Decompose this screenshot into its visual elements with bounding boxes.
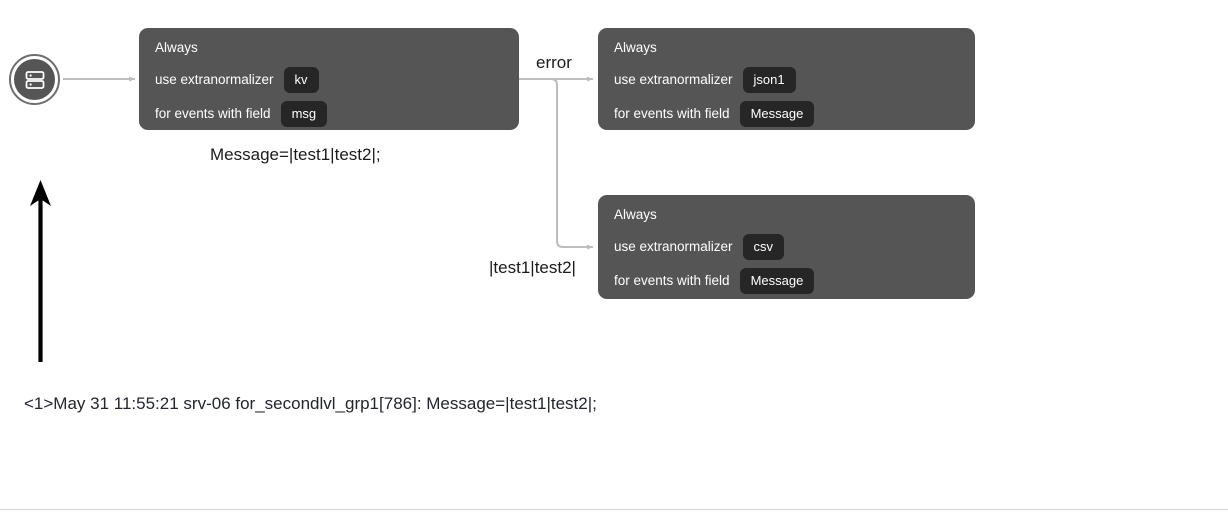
rule-chip-field[interactable]: msg <box>280 101 328 127</box>
raw-log-line: <1>May 31 11:55:21 srv-06 for_secondlvl_… <box>24 394 597 413</box>
source-node[interactable] <box>9 54 60 105</box>
rule-row-normalizer: use extranormalizer json1 <box>614 67 959 93</box>
rule-node-kv[interactable]: Always use extranormalizer kv for events… <box>139 28 519 130</box>
edge-label-error: error <box>536 53 572 72</box>
rule-chip-normalizer[interactable]: csv <box>742 234 785 260</box>
rule-chip-field[interactable]: Message <box>739 268 815 294</box>
rule-row-label: for events with field <box>614 106 730 121</box>
upward-arrow-icon <box>30 180 51 362</box>
bottom-divider <box>0 509 1228 510</box>
rule-row-label: for events with field <box>155 106 271 121</box>
rule-row-field: for events with field Message <box>614 101 959 127</box>
edge-label-sample-after-kv: Message=|test1|test2|; <box>210 145 381 164</box>
rule-row-label: use extranormalizer <box>155 72 274 87</box>
edge-label-sample-lower: |test1|test2| <box>489 258 576 277</box>
rule-row-normalizer: use extranormalizer csv <box>614 234 959 260</box>
rule-row-label: for events with field <box>614 273 730 288</box>
rule-row-label: use extranormalizer <box>614 239 733 254</box>
edge-kv-to-csv <box>519 78 594 250</box>
rule-node-title: Always <box>155 40 198 55</box>
rule-row-normalizer: use extranormalizer kv <box>155 67 503 93</box>
rule-row-label: use extranormalizer <box>614 72 733 87</box>
rule-node-csv[interactable]: Always use extranormalizer csv for event… <box>598 195 975 299</box>
rule-chip-normalizer[interactable]: kv <box>283 67 319 93</box>
rule-row-field: for events with field Message <box>614 268 959 294</box>
rule-chip-field[interactable]: Message <box>739 101 815 127</box>
rule-row-field: for events with field msg <box>155 101 503 127</box>
rule-node-json1[interactable]: Always use extranormalizer json1 for eve… <box>598 28 975 130</box>
database-server-icon <box>14 59 55 100</box>
rule-node-title: Always <box>614 207 657 222</box>
rule-node-title: Always <box>614 40 657 55</box>
rule-chip-normalizer[interactable]: json1 <box>742 67 796 93</box>
